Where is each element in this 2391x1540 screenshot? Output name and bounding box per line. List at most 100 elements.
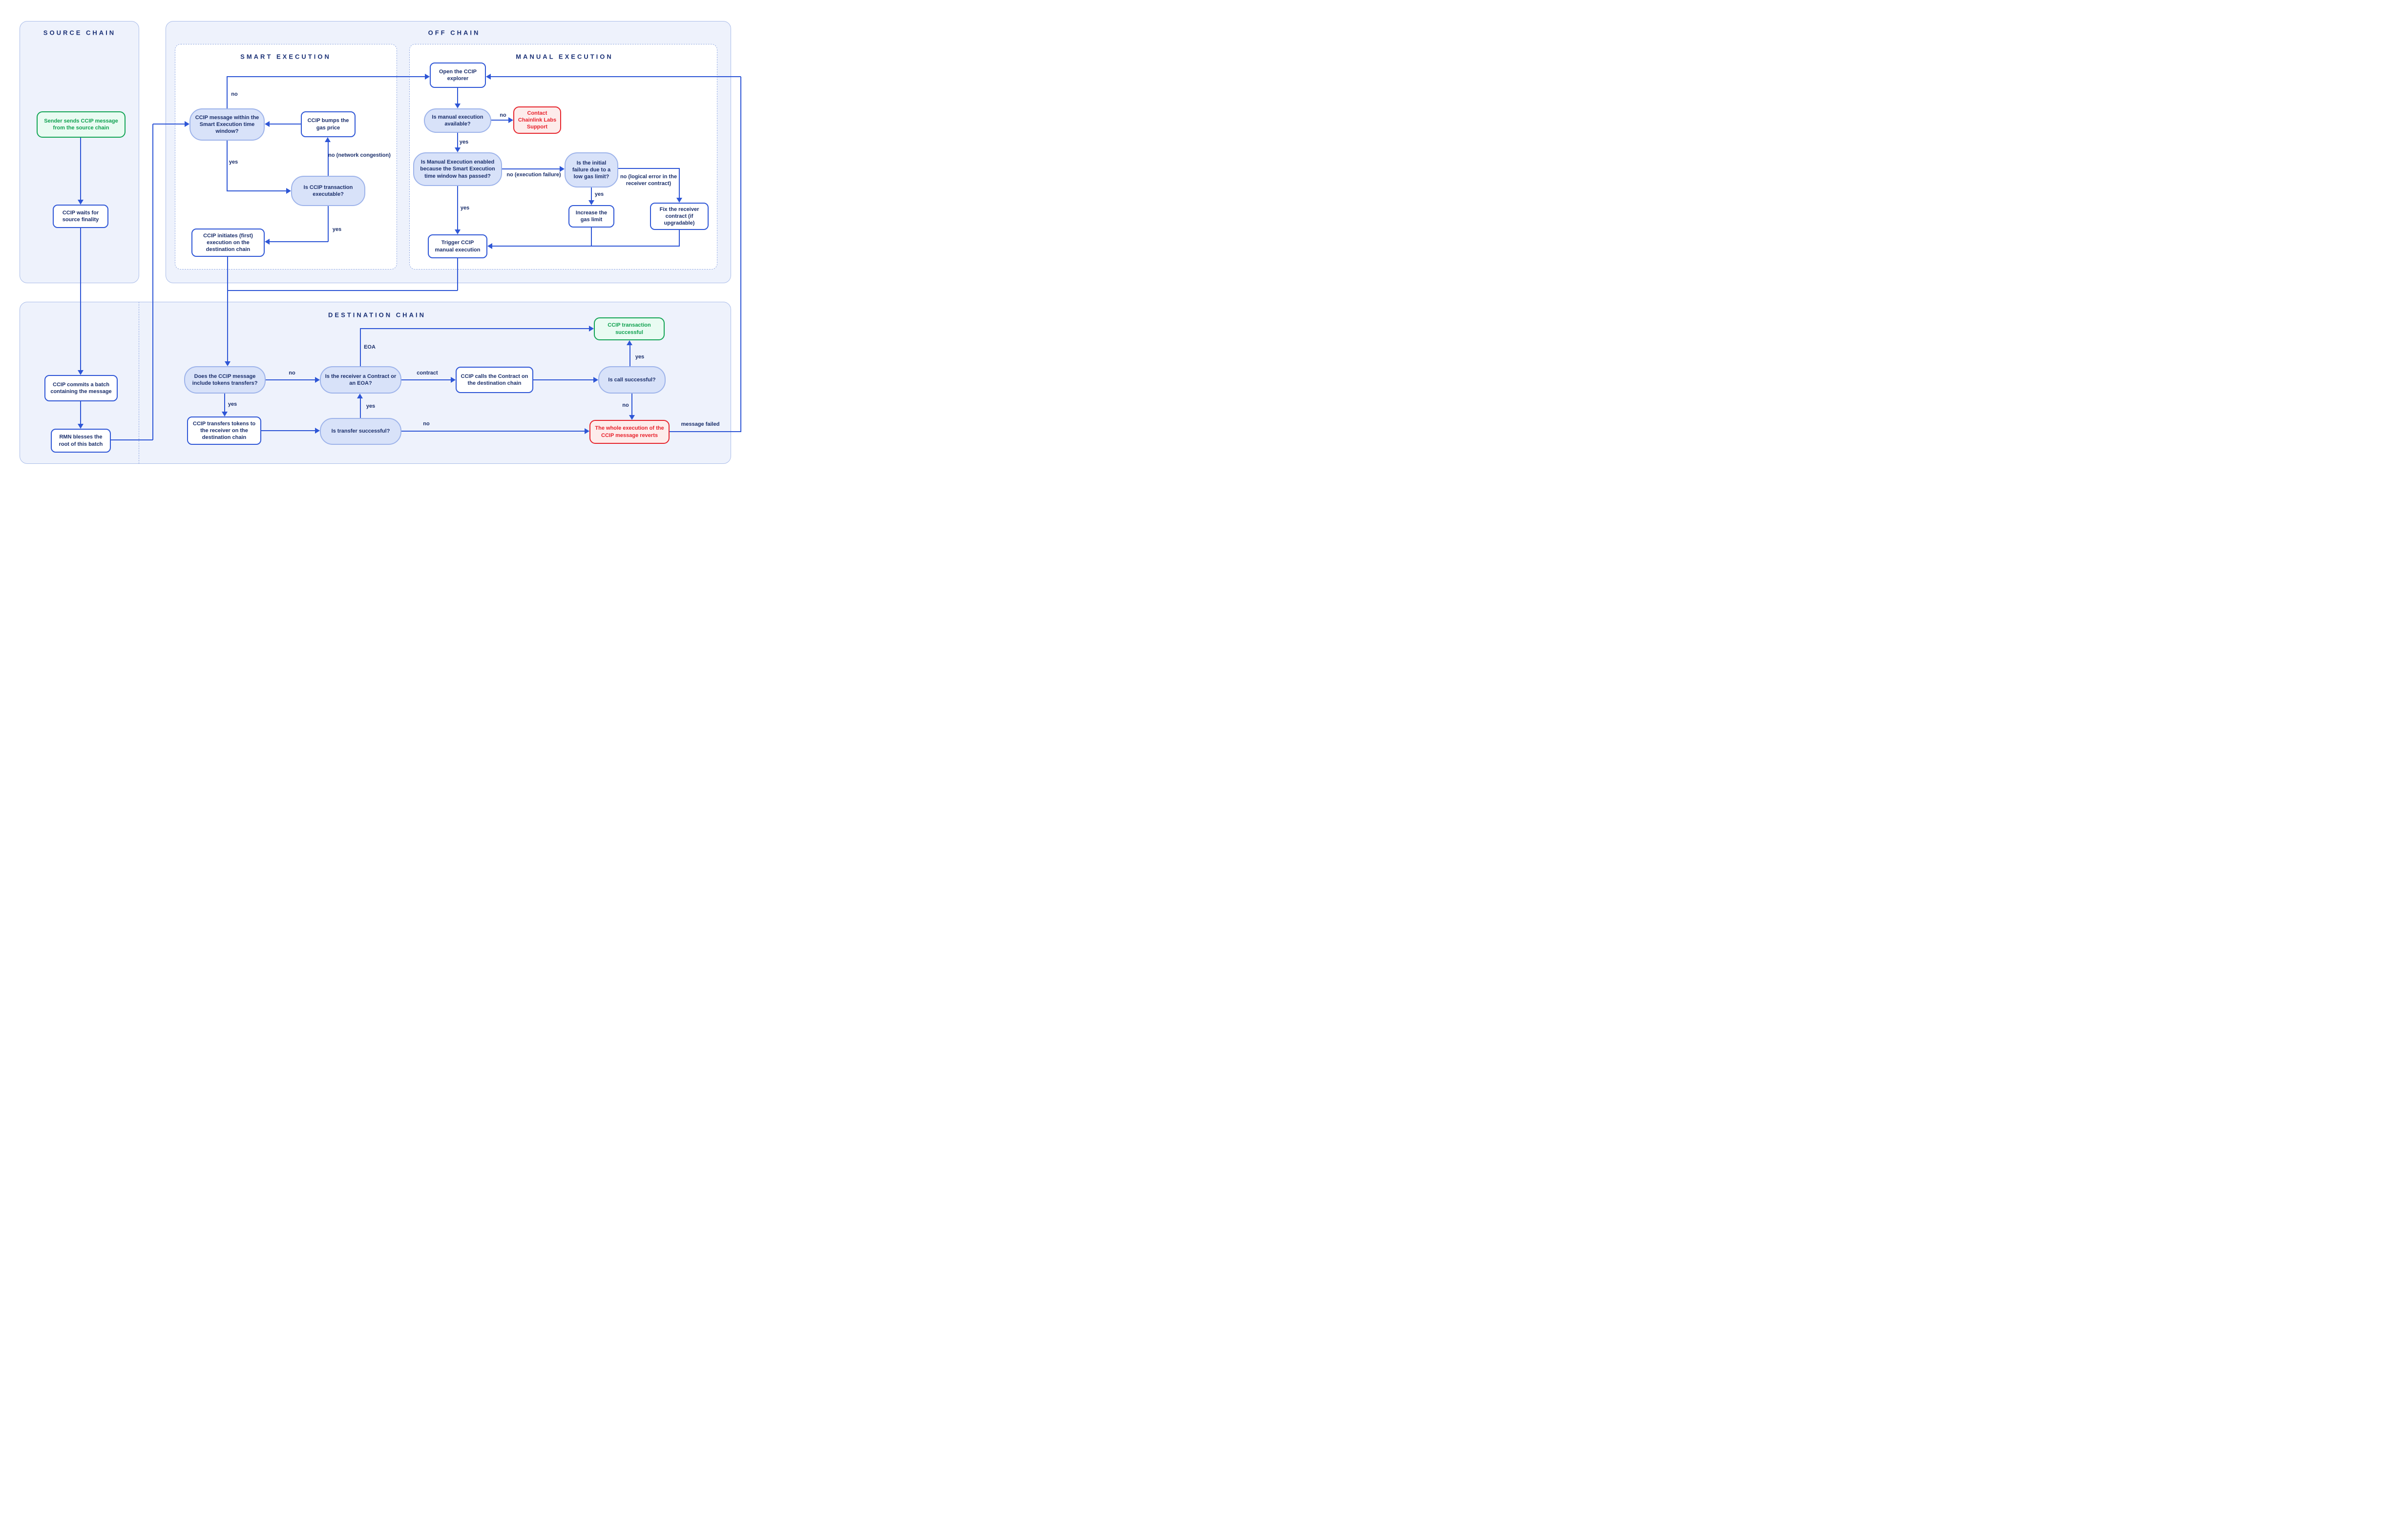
- arrowhead-left-icon: [265, 239, 270, 245]
- connector-line: [80, 228, 81, 372]
- node-open-ccip-explorer: Open the CCIP explorer: [430, 62, 486, 88]
- node-contact-chainlink-support: Contact Chainlink Labs Support: [513, 106, 561, 134]
- arrowhead-right-icon: [585, 428, 589, 434]
- node-fix-receiver-contract: Fix the receiver contract (if upgradable…: [650, 203, 709, 230]
- connector-line: [227, 77, 228, 108]
- edge-label-no: no: [500, 112, 506, 118]
- connector-line: [360, 328, 589, 329]
- connector-line: [457, 186, 458, 231]
- arrowhead-right-icon: [286, 188, 291, 194]
- edge-label-no-logical-error: no (logical error in the receiver contra…: [620, 174, 677, 187]
- ccip-execution-flowchart: SOURCE CHAIN OFF CHAIN SMART EXECUTION M…: [0, 0, 750, 483]
- edge-label-eoa: EOA: [364, 344, 376, 350]
- connector-line: [224, 394, 225, 413]
- arrowhead-right-icon: [425, 74, 430, 80]
- arrowhead-down-icon: [676, 198, 682, 203]
- connector-line: [152, 124, 153, 440]
- edge-label-no: no: [622, 402, 629, 408]
- edge-label-message-failed: message failed: [681, 421, 720, 427]
- arrowhead-right-icon: [593, 377, 598, 383]
- node-ccip-transfers-tokens: CCIP transfers tokens to the receiver on…: [187, 416, 261, 445]
- decision-message-within-window: CCIP message within the Smart Execution …: [189, 108, 265, 141]
- arrowhead-up-icon: [627, 340, 632, 345]
- connector-line: [227, 141, 228, 191]
- connector-line: [457, 88, 458, 105]
- edge-label-no-execution-failure: no (execution failure): [506, 172, 561, 178]
- arrowhead-right-icon: [589, 326, 594, 332]
- connector-line: [328, 206, 329, 242]
- connector-line: [492, 246, 679, 247]
- node-trigger-manual-execution: Trigger CCIP manual execution: [428, 234, 487, 258]
- connector-line: [591, 187, 592, 202]
- arrowhead-right-icon: [508, 117, 513, 123]
- connector-line: [401, 431, 585, 432]
- decision-manual-execution-available: Is manual execution available?: [424, 108, 491, 133]
- edge-label-yes: yes: [460, 205, 470, 211]
- arrowhead-right-icon: [560, 166, 565, 172]
- decision-transaction-executable: Is CCIP transaction executable?: [291, 176, 365, 206]
- arrowhead-left-icon: [265, 121, 270, 127]
- arrowhead-down-icon: [78, 370, 84, 375]
- edge-label-yes: yes: [332, 227, 342, 232]
- arrowhead-right-icon: [315, 428, 320, 434]
- connector-line: [618, 168, 680, 169]
- node-ccip-waits: CCIP waits for source finality: [53, 205, 108, 228]
- arrowhead-right-icon: [451, 377, 456, 383]
- source-chain-panel: [20, 21, 139, 283]
- connector-line: [227, 290, 458, 291]
- connector-line: [629, 345, 630, 366]
- node-ccip-commits: CCIP commits a batch containing the mess…: [44, 375, 118, 401]
- connector-line: [457, 133, 458, 149]
- connector-line: [457, 258, 458, 291]
- connector-line: [261, 430, 315, 431]
- connector-line: [360, 329, 361, 366]
- edge-label-yes: yes: [366, 403, 376, 409]
- connector-line: [227, 257, 228, 363]
- connector-line: [80, 401, 81, 425]
- edge-label-no: no: [289, 370, 295, 376]
- connector-line: [360, 397, 361, 418]
- connector-line: [670, 431, 741, 432]
- connector-line: [266, 379, 315, 380]
- connector-line: [491, 120, 509, 121]
- arrowhead-down-icon: [78, 424, 84, 429]
- edge-label-yes: yes: [459, 139, 469, 145]
- smart-execution-title: SMART EXECUTION: [240, 53, 331, 61]
- connector-line: [490, 76, 741, 77]
- destination-chain-title: DESTINATION CHAIN: [328, 311, 426, 319]
- connector-line: [227, 190, 287, 191]
- connector-line: [227, 76, 425, 77]
- node-ccip-bumps-gas: CCIP bumps the gas price: [301, 111, 356, 137]
- node-ccip-calls-contract: CCIP calls the Contract on the destinati…: [456, 367, 533, 393]
- arrowhead-up-icon: [357, 394, 363, 398]
- decision-manual-execution-enabled: Is Manual Execution enabled because the …: [413, 152, 502, 186]
- connector-line: [153, 124, 185, 125]
- arrowhead-down-icon: [455, 104, 461, 108]
- arrowhead-left-icon: [487, 243, 492, 249]
- edge-label-no-network-congestion: no (network congestion): [328, 152, 391, 158]
- arrowhead-down-icon: [455, 229, 461, 234]
- connector-line: [269, 241, 328, 242]
- manual-execution-title: MANUAL EXECUTION: [516, 53, 613, 61]
- arrowhead-down-icon: [222, 412, 228, 416]
- connector-line: [591, 228, 592, 247]
- connector-line: [631, 394, 632, 415]
- edge-label-yes: yes: [594, 191, 604, 197]
- decision-transfer-successful: Is transfer successful?: [320, 418, 401, 445]
- node-ccip-initiates-execution: CCIP initiates (first) execution on the …: [191, 229, 265, 257]
- arrowhead-left-icon: [486, 74, 491, 80]
- edge-label-yes: yes: [229, 159, 238, 165]
- decision-receiver-contract-or-eoa: Is the receiver a Contract or an EOA?: [320, 366, 401, 394]
- decision-call-successful: Is call successful?: [598, 366, 666, 394]
- decision-initial-failure-low-gas: Is the initial failure due to a low gas …: [565, 152, 618, 187]
- arrowhead-down-icon: [455, 147, 461, 152]
- arrowhead-down-icon: [78, 200, 84, 205]
- connector-line: [269, 124, 301, 125]
- arrowhead-down-icon: [629, 415, 635, 420]
- connector-line: [111, 439, 153, 440]
- connector-line: [679, 168, 680, 199]
- connector-line: [502, 168, 560, 169]
- node-sender-sends: Sender sends CCIP message from the sourc…: [37, 111, 126, 138]
- connector-line: [80, 138, 81, 202]
- off-chain-title: OFF CHAIN: [428, 29, 481, 37]
